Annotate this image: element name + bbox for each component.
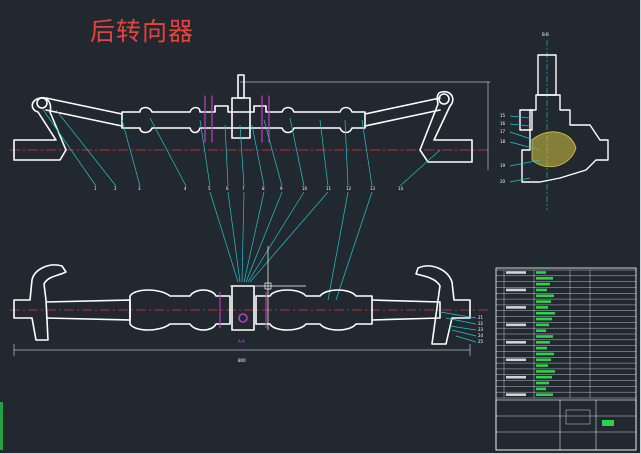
parts-row-mark [536, 300, 551, 303]
left-ball-joint [36, 97, 48, 109]
balloon-21: 21 [478, 315, 484, 320]
parts-row-mark [506, 341, 526, 344]
balloon-5: 5 [208, 186, 211, 191]
hatched-gear [531, 131, 577, 168]
parts-row-mark [536, 364, 548, 367]
top-balloon-labels: 1 2 3 4 5 6 7 8 9 10 11 12 13 14 [94, 186, 404, 191]
balloon-13: 13 [370, 186, 376, 191]
balloon-4: 4 [184, 186, 187, 191]
parts-row-mark [536, 370, 555, 373]
parts-row-mark [506, 358, 526, 362]
top-leaders [41, 107, 441, 301]
balloon-18: 18 [500, 139, 506, 144]
balloon-6: 6 [226, 186, 229, 191]
balloon-7: 7 [242, 186, 245, 191]
parts-row-mark [536, 358, 551, 362]
parts-row-mark [536, 282, 550, 286]
top-view [9, 74, 491, 171]
parts-row-mark [506, 323, 526, 327]
right-knuckle [419, 90, 473, 163]
balloon-16: 16 [500, 121, 506, 126]
side-view-label: B-B [542, 32, 549, 37]
parts-row-mark [536, 277, 553, 280]
section-label: A-A [238, 339, 245, 344]
balloon-19: 19 [500, 163, 506, 168]
parts-row-mark [536, 341, 550, 344]
parts-row-mark [536, 323, 549, 327]
parts-row-mark [536, 329, 546, 332]
balloon-8: 8 [262, 186, 265, 191]
section-leaders [439, 311, 477, 343]
left-tie-rod [45, 97, 123, 127]
parts-row-mark [536, 375, 552, 379]
rack-housing [121, 105, 366, 134]
section-labels: 21 22 23 24 25 A-A 800 [238, 315, 484, 363]
balloon-20: 20 [500, 179, 506, 184]
pinion-shaft [237, 74, 245, 99]
balloon-10: 10 [302, 186, 308, 191]
parts-row-mark [536, 311, 555, 315]
parts-row-mark [506, 393, 526, 396]
parts-row-mark [506, 375, 526, 379]
balloon-2: 2 [114, 186, 117, 191]
parts-row-mark [536, 271, 546, 274]
section-view [10, 246, 490, 356]
parts-row-mark [536, 317, 552, 321]
parts-row-mark [536, 294, 554, 298]
parts-row-mark [536, 306, 548, 309]
left-edge-marks [0, 402, 3, 450]
parts-row-mark [536, 288, 547, 292]
balloon-22: 22 [478, 321, 484, 326]
side-view [519, 40, 609, 210]
overall-dimension: 800 [238, 358, 246, 363]
pinion-housing [231, 97, 251, 139]
balloon-9: 9 [280, 186, 283, 191]
parts-list [495, 267, 637, 451]
drawing-title: 后转向器 [90, 17, 195, 46]
parts-row-mark [506, 271, 526, 274]
right-tie-rod [364, 97, 441, 127]
parts-row-mark [536, 387, 546, 391]
balloon-24: 24 [478, 333, 484, 338]
balloon-1: 1 [94, 186, 97, 191]
parts-row-mark [536, 346, 547, 350]
balloon-15: 15 [500, 113, 506, 118]
parts-row-mark [506, 288, 526, 292]
parts-row-mark [506, 306, 526, 309]
parts-row-mark [536, 393, 553, 396]
balloon-3: 3 [138, 186, 141, 191]
side-leaders [509, 115, 541, 183]
left-knuckle [13, 96, 67, 161]
parts-row-mark [536, 352, 554, 356]
side-balloon-labels: 15 16 17 18 19 20 B-B [500, 32, 549, 184]
balloon-23: 23 [478, 327, 484, 332]
balloon-12: 12 [346, 186, 352, 191]
right-ball-joint [438, 93, 450, 105]
parts-row-mark [536, 381, 549, 385]
parts-row-mark [536, 335, 553, 338]
balloon-25: 25 [478, 339, 484, 344]
balloon-11: 11 [326, 186, 332, 191]
balloon-17: 17 [500, 129, 506, 134]
balloon-14: 14 [398, 186, 404, 191]
